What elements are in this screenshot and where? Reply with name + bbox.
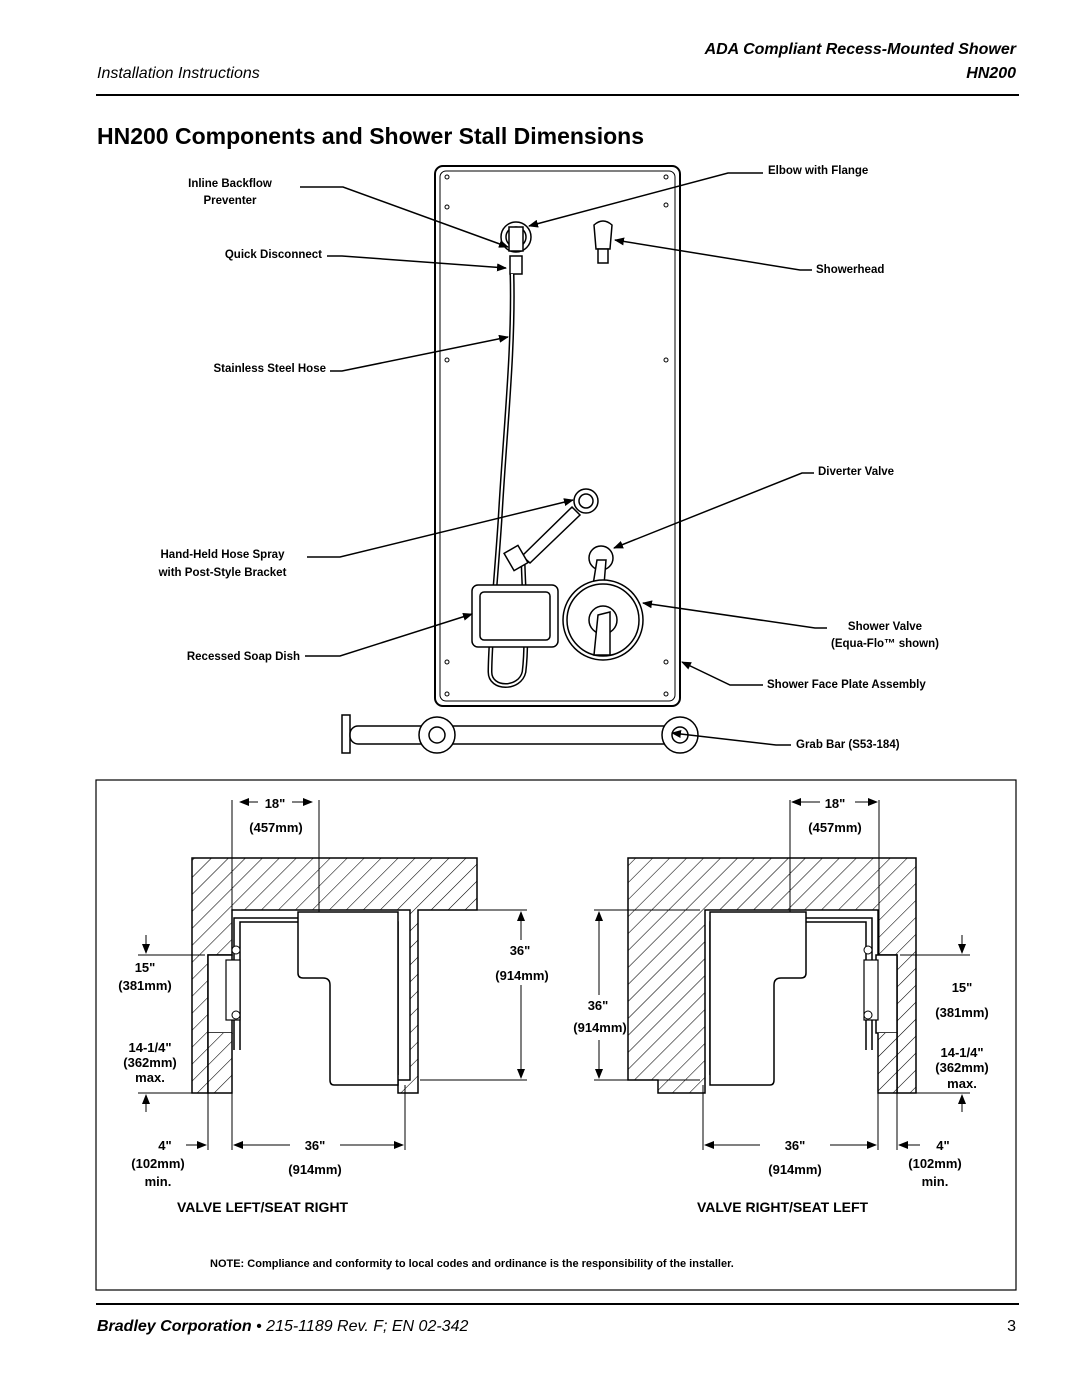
page-title: HN200 Components and Shower Stall Dimens… <box>97 123 644 149</box>
right-max-mm: (362mm) <box>935 1060 989 1075</box>
left-width-in: 36" <box>304 1138 326 1153</box>
product-title: ADA Compliant Recess-Mounted Shower <box>704 41 1016 58</box>
diverter-valve-drawing <box>588 545 614 586</box>
label-shower-valve-2: (Equa-Flo™ shown) <box>831 638 939 650</box>
left-min-mm: (102mm) <box>131 1156 185 1171</box>
right-depth-in: 36" <box>587 998 609 1013</box>
label-hose: Stainless Steel Hose <box>213 363 327 375</box>
stall-left-drawing <box>138 800 527 1150</box>
label-grab-bar: Grab Bar (S53-184) <box>796 739 900 751</box>
label-hand-spray-2: with Post-Style Bracket <box>158 567 287 579</box>
right-top-mm: (457mm) <box>808 820 862 835</box>
installer-note: NOTE: Compliance and conformity to local… <box>210 1258 734 1270</box>
soap-dish-drawing <box>471 584 559 648</box>
right-depth-mm: (914mm) <box>573 1020 627 1035</box>
label-diverter: Diverter Valve <box>818 466 895 478</box>
left-depth-mm: (914mm) <box>495 968 549 983</box>
section-title: Installation Instructions <box>97 65 260 82</box>
left-max-in: 14-1/4" <box>128 1040 172 1055</box>
right-width-in: 36" <box>784 1138 806 1153</box>
right-min-in: 4" <box>936 1138 950 1153</box>
header-rule <box>96 94 1019 96</box>
right-caption: VALVE RIGHT/SEAT LEFT <box>697 1199 869 1215</box>
elbow-flange-drawing <box>500 221 532 253</box>
left-top-mm: (457mm) <box>249 820 303 835</box>
label-soap-dish: Recessed Soap Dish <box>186 651 300 663</box>
left-top-in: 18" <box>264 796 286 811</box>
right-side-mm: (381mm) <box>935 1005 989 1020</box>
grab-bar-drawing <box>341 714 699 754</box>
dimensions-box <box>95 779 1017 1291</box>
shower-valve-drawing <box>562 579 644 661</box>
label-elbow: Elbow with Flange <box>768 165 869 177</box>
label-showerhead: Showerhead <box>816 264 885 276</box>
right-min-word: min. <box>921 1174 949 1189</box>
label-backflow-1: Inline Backflow <box>188 178 272 190</box>
left-side-mm: (381mm) <box>118 978 172 993</box>
right-width-mm: (914mm) <box>768 1162 822 1177</box>
stall-right-drawing <box>594 798 970 1150</box>
hand-spray-drawing <box>503 488 599 572</box>
left-min-word: min. <box>144 1174 172 1189</box>
right-side-in: 15" <box>951 980 973 995</box>
right-max-in: 14-1/4" <box>940 1045 984 1060</box>
left-width-mm: (914mm) <box>288 1162 342 1177</box>
footer-doc: • 215-1189 Rev. F; EN 02-342 <box>251 1318 469 1335</box>
right-max-word: max. <box>947 1076 977 1091</box>
left-max-mm: (362mm) <box>123 1055 177 1070</box>
label-backflow-2: Preventer <box>203 195 257 207</box>
footer-text: Bradley Corporation • 215-1189 Rev. F; E… <box>97 1318 468 1336</box>
left-depth-in: 36" <box>509 943 531 958</box>
left-min-in: 4" <box>158 1138 172 1153</box>
right-top-in: 18" <box>824 796 846 811</box>
left-max-word: max. <box>135 1070 165 1085</box>
left-caption: VALVE LEFT/SEAT RIGHT <box>177 1199 349 1215</box>
label-quick-disconnect: Quick Disconnect <box>224 249 322 261</box>
footer-rule <box>96 1303 1019 1305</box>
label-face-plate: Shower Face Plate Assembly <box>767 679 926 691</box>
footer-company: Bradley Corporation <box>97 1318 252 1335</box>
label-shower-valve-1: Shower Valve <box>847 621 923 633</box>
showerhead-drawing <box>593 220 613 264</box>
page-number: 3 <box>1007 1318 1016 1335</box>
right-min-mm: (102mm) <box>908 1156 962 1171</box>
left-side-in: 15" <box>134 960 156 975</box>
label-hand-spray-1: Hand-Held Hose Spray <box>160 549 285 561</box>
model-number: HN200 <box>966 65 1016 82</box>
quick-disconnect-drawing <box>509 255 523 275</box>
